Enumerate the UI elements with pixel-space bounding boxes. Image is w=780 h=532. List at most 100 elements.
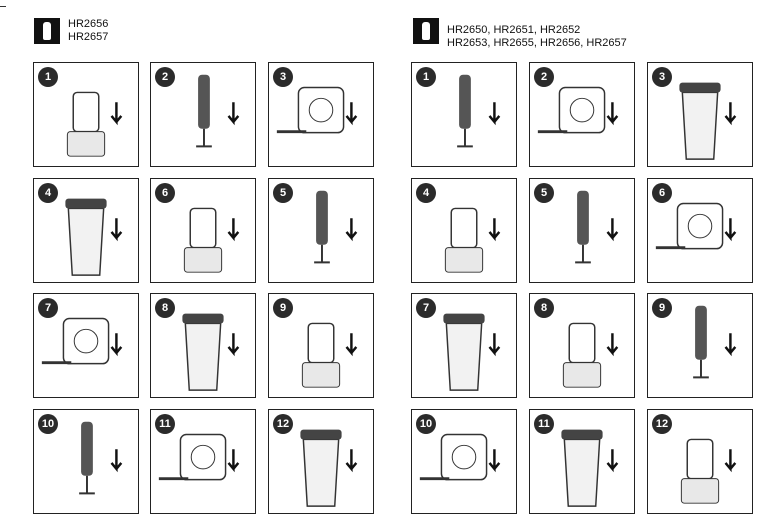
step-illustration [301,322,358,388]
left-header: HR2656 HR2657 [34,18,108,44]
margin-mark [0,6,6,7]
step-number-badge: 10 [38,414,58,434]
step-number-badge: 4 [38,183,58,203]
step-illustration [183,207,240,273]
step-illustration [457,74,501,148]
step-number-badge: 9 [652,298,672,318]
step-illustration [314,190,358,264]
arrow-icon [110,449,123,473]
step-number-badge: 7 [416,298,436,318]
step-number-badge: 7 [38,298,58,318]
arrow-icon [606,449,619,473]
arrow-icon [227,449,240,473]
left-step-panel: 1 [33,62,139,167]
step-illustration [680,438,737,504]
left-step-panel: 8 [150,293,256,398]
left-step-panel: 11 [150,409,256,514]
step-number-badge: 3 [652,67,672,87]
step-illustration [562,322,619,388]
arrow-icon [227,333,240,357]
step-illustration [679,82,737,160]
arrow-icon [488,102,501,126]
arrow-icon [227,102,240,126]
step-number-badge: 5 [273,183,293,203]
chopper-product-icon [34,18,60,44]
step-number-badge: 2 [155,67,175,87]
arrow-icon [110,333,123,357]
step-illustration [158,433,240,481]
arrow-icon [488,333,501,357]
arrow-icon [488,218,501,242]
arrow-icon [724,449,737,473]
step-number-badge: 6 [155,183,175,203]
right-step-panel: 1 [411,62,517,167]
step-number-badge: 3 [273,67,293,87]
step-illustration [65,198,123,276]
step-number-badge: 4 [416,183,436,203]
step-illustration [196,74,240,148]
arrow-icon [724,333,737,357]
step-illustration [276,86,358,134]
model-label: HR2653, HR2655, HR2656, HR2657 [447,37,627,49]
arrow-icon [345,102,358,126]
right-step-panel: 4 [411,178,517,283]
bottle-product-icon [413,18,439,44]
step-number-badge: 8 [534,298,554,318]
step-illustration [41,317,123,365]
right-models: HR2650, HR2651, HR2652 HR2653, HR2655, H… [447,24,627,50]
left-models: HR2656 HR2657 [68,18,108,44]
arrow-icon [724,218,737,242]
right-step-panel: 7 [411,293,517,398]
right-header: HR2650, HR2651, HR2652 HR2653, HR2655, H… [413,18,627,50]
step-number-badge: 11 [155,414,175,434]
arrow-icon [110,102,123,126]
right-step-panel: 5 [529,178,635,283]
right-step-panel: 10 [411,409,517,514]
left-step-panel: 3 [268,62,374,167]
arrow-icon [488,449,501,473]
right-step-panel: 2 [529,62,635,167]
left-step-panel: 7 [33,293,139,398]
step-number-badge: 6 [652,183,672,203]
right-step-panel: 8 [529,293,635,398]
step-illustration [79,421,123,495]
step-number-badge: 10 [416,414,436,434]
step-number-badge: 9 [273,298,293,318]
step-illustration [419,433,501,481]
step-illustration [655,202,737,250]
step-number-badge: 1 [38,67,58,87]
left-step-panel: 9 [268,293,374,398]
step-illustration [561,429,619,507]
step-illustration [575,190,619,264]
left-step-panel: 12 [268,409,374,514]
arrow-icon [724,102,737,126]
right-step-panel: 3 [647,62,753,167]
left-step-panel: 10 [33,409,139,514]
right-step-panel: 11 [529,409,635,514]
left-step-panel: 6 [150,178,256,283]
step-illustration [182,313,240,391]
arrow-icon [606,102,619,126]
left-step-panel: 5 [268,178,374,283]
step-number-badge: 1 [416,67,436,87]
step-illustration [537,86,619,134]
arrow-icon [606,218,619,242]
left-step-panel: 4 [33,178,139,283]
step-number-badge: 2 [534,67,554,87]
step-number-badge: 12 [652,414,672,434]
step-number-badge: 12 [273,414,293,434]
step-illustration [66,91,123,157]
right-step-panel: 9 [647,293,753,398]
arrow-icon [345,218,358,242]
step-illustration [444,207,501,273]
arrow-icon [110,218,123,242]
step-illustration [693,305,737,379]
model-label: HR2656 [68,18,109,30]
step-illustration [443,313,501,391]
arrow-icon [345,333,358,357]
step-illustration [300,429,358,507]
step-number-badge: 5 [534,183,554,203]
step-number-badge: 11 [534,414,554,434]
model-label: HR2657 [68,31,109,43]
arrow-icon [227,218,240,242]
